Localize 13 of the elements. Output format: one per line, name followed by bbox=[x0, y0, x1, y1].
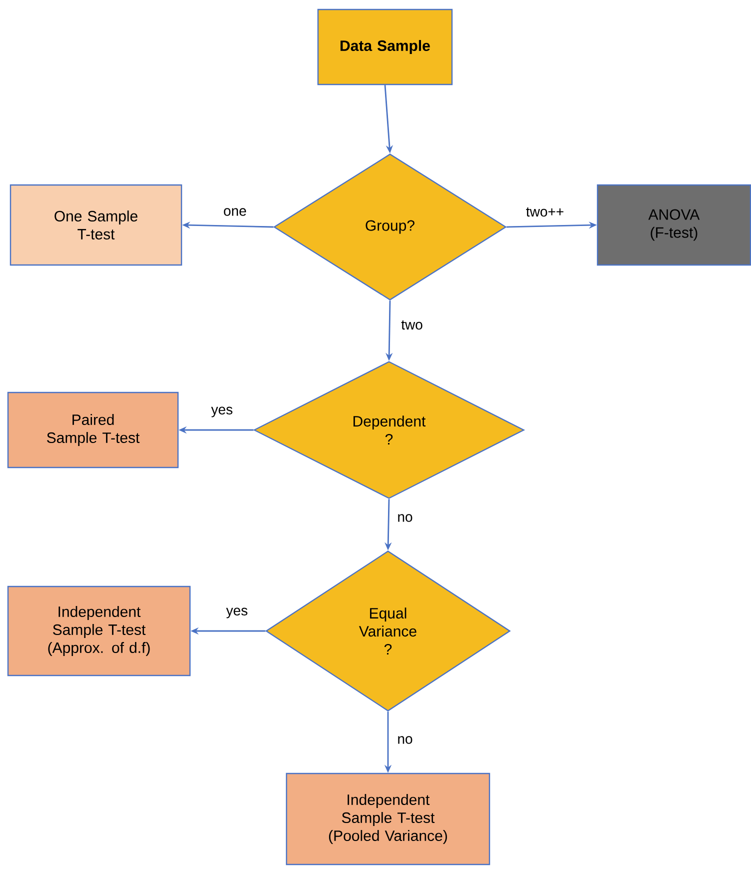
edge-label: two++ bbox=[524, 206, 566, 218]
edge-label: no bbox=[396, 513, 414, 523]
process-box: Independent Sample T-test (Approx. of d.f) bbox=[7, 586, 191, 676]
edge-label: no bbox=[396, 735, 414, 745]
edge-label: yes bbox=[225, 606, 249, 620]
process-box: Data Sample bbox=[317, 8, 453, 86]
edge-label: one bbox=[222, 207, 248, 217]
process-box: Paired Sample T-test bbox=[7, 392, 179, 468]
edge-label: two bbox=[400, 319, 424, 331]
process-box: Independent Sample T-test (Pooled Variance) bbox=[286, 772, 490, 866]
edge-label: yes bbox=[210, 406, 234, 418]
process-box: One Sample T-test bbox=[10, 184, 182, 266]
process-box: ANOVA (F-test) bbox=[596, 184, 751, 266]
